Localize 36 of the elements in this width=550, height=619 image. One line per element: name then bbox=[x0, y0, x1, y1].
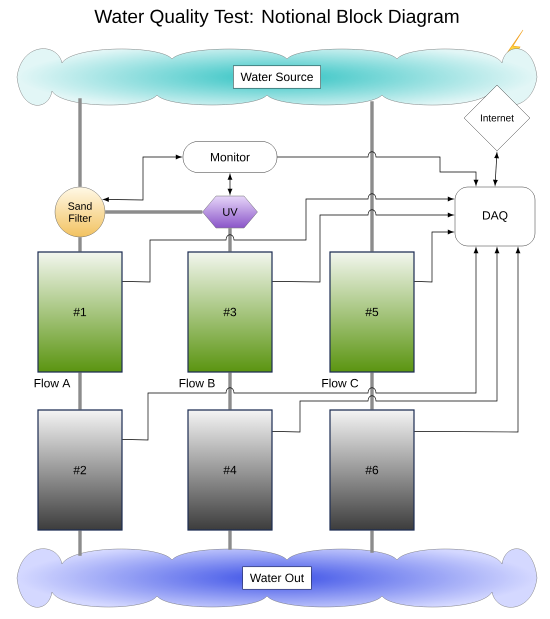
arrow bbox=[414, 247, 520, 432]
arrow bbox=[228, 174, 232, 195]
pipe bbox=[78, 372, 82, 410]
pipe bbox=[370, 101, 374, 252]
arrow bbox=[414, 230, 454, 282]
flow-label: Flow A bbox=[34, 378, 70, 388]
arrow bbox=[493, 152, 499, 186]
hexagon: UV bbox=[202, 196, 258, 228]
pipe bbox=[228, 530, 232, 550]
pipe bbox=[78, 98, 82, 187]
arrow bbox=[102, 154, 182, 202]
pipe bbox=[78, 237, 82, 252]
title: Water Quality Test: Notional Block Diagram bbox=[94, 9, 458, 27]
block-box: #6 bbox=[329, 409, 415, 531]
pipe bbox=[228, 228, 232, 252]
flow-label: Flow B bbox=[180, 378, 215, 388]
arrow bbox=[272, 247, 500, 432]
arrow bbox=[272, 209, 454, 282]
block-box: #3 bbox=[187, 251, 273, 373]
rounded-box: DAQ bbox=[454, 186, 536, 246]
pipe bbox=[370, 372, 374, 410]
arrow bbox=[276, 151, 478, 186]
pipe bbox=[105, 210, 202, 214]
pipe bbox=[228, 372, 232, 410]
block-box: #1 bbox=[37, 251, 123, 373]
block-box: #4 bbox=[187, 409, 273, 531]
pipe bbox=[78, 530, 82, 556]
cloud: Water Source bbox=[16, 48, 538, 106]
cloud: Water Out bbox=[16, 548, 538, 608]
block-box: #2 bbox=[37, 409, 123, 531]
flow-label: Flow C bbox=[322, 378, 358, 388]
pipe bbox=[370, 530, 374, 553]
arrow bbox=[122, 193, 454, 282]
block-box: #5 bbox=[329, 251, 415, 373]
arrow bbox=[122, 247, 478, 440]
rounded-box: Monitor bbox=[182, 141, 278, 173]
